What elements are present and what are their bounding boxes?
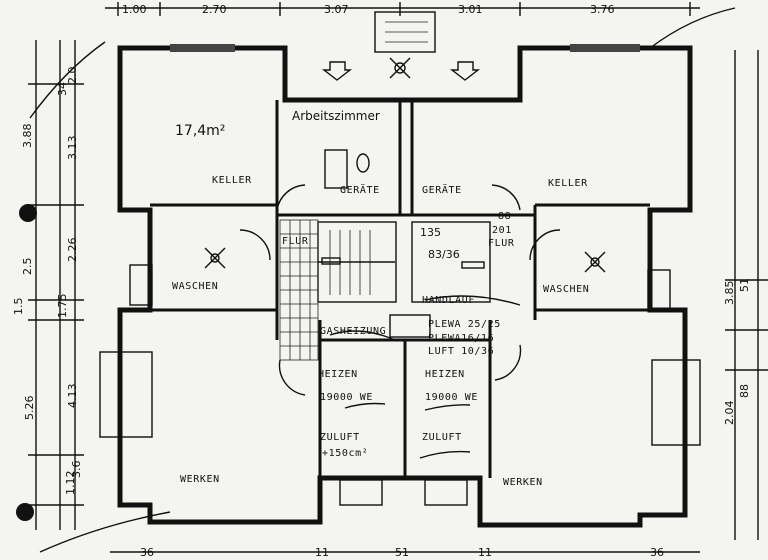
tiled-floor bbox=[279, 219, 319, 361]
left-dim-5: 5.26 bbox=[23, 396, 36, 421]
heizen-left-label: HEIZEN bbox=[318, 369, 358, 380]
bottom-dim-5: 36 bbox=[650, 546, 664, 559]
fixtures bbox=[204, 57, 606, 273]
luft-label: LUFT 10/36 bbox=[428, 346, 494, 357]
left-dim-1: 3.88 bbox=[21, 124, 34, 149]
door-88-label: 88 bbox=[498, 211, 511, 222]
left-dim-8: 3.6 bbox=[70, 461, 83, 479]
left-dim-2: 3.13 bbox=[66, 136, 79, 161]
bottom-dimension-chain: 36 11 51 11 36 bbox=[110, 546, 700, 559]
binder-hole-bottom bbox=[16, 503, 34, 521]
plewa-2-label: PLEWA16/16 bbox=[428, 333, 494, 344]
right-dim-1: 3.85 bbox=[723, 281, 736, 306]
geraete-right-label: GERÄTE bbox=[422, 183, 462, 196]
right-dim-2: 51 bbox=[738, 278, 751, 292]
left-dim-11: 1.75 bbox=[56, 294, 69, 319]
we-right-label: 19000 WE bbox=[425, 392, 478, 403]
geraete-left-label: GERÄTE bbox=[340, 183, 380, 196]
top-dim-1: 1.00 bbox=[122, 3, 147, 16]
bottom-dim-4: 11 bbox=[478, 546, 492, 559]
door-201-label: 201 bbox=[492, 225, 512, 236]
left-dim-12: 1.5 bbox=[12, 298, 25, 316]
keller-left-label: KELLER bbox=[212, 175, 252, 186]
left-dim-3: 2.5 bbox=[21, 258, 34, 276]
we-left-label: 19000 WE bbox=[320, 392, 373, 403]
arbeitszimmer-label: Arbeitszimmer bbox=[292, 109, 380, 123]
room-labels: 17,4m² Arbeitszimmer KELLER KELLER GERÄT… bbox=[172, 109, 589, 488]
top-dim-4: 3.01 bbox=[458, 3, 483, 16]
left-dim-9: 2.0 bbox=[66, 67, 79, 85]
plewa-1-label: PLEWA 25/25 bbox=[428, 319, 501, 330]
stair-label-1: 135 bbox=[420, 226, 441, 239]
waschen-right-label: WASCHEN bbox=[543, 284, 589, 295]
heizen-right-label: HEIZEN bbox=[425, 369, 465, 380]
keller-right-label: KELLER bbox=[548, 178, 588, 189]
zuluft-right-label: ZULUFT bbox=[422, 432, 462, 443]
zuluft-left-label: ZULUFT bbox=[320, 432, 360, 443]
zuluft-area-label: +150cm² bbox=[322, 448, 368, 459]
exterior-walls bbox=[117, 11, 693, 528]
flur-left-label: FLUR bbox=[282, 236, 309, 247]
left-dimension-chain: 3.88 3.13 2.5 2.26 5.26 4.13 1.12 3.6 2.… bbox=[12, 40, 171, 553]
bottom-dim-2: 11 bbox=[315, 546, 329, 559]
gasheizung-label: GASHEIZUNG bbox=[320, 326, 386, 337]
windows bbox=[99, 44, 701, 506]
left-dim-4: 2.26 bbox=[66, 238, 79, 263]
top-dimension-chain: 1.00 2.70 3.07 3.01 3.76 bbox=[105, 2, 700, 16]
door-swings bbox=[239, 184, 561, 396]
werken-right-label: WERKEN bbox=[503, 477, 543, 488]
bottom-dim-1: 36 bbox=[140, 546, 154, 559]
left-dim-10: 34 bbox=[56, 82, 69, 96]
right-dim-3: 2.04 bbox=[723, 401, 736, 426]
handlauf-label: HANDLAUF bbox=[422, 295, 475, 306]
flur-right-label: FLUR bbox=[488, 238, 515, 249]
top-dim-5: 3.76 bbox=[590, 3, 615, 16]
top-dim-3: 3.07 bbox=[324, 3, 349, 16]
stair-label-2: 83/36 bbox=[428, 248, 460, 261]
top-dim-2: 2.70 bbox=[202, 3, 227, 16]
binder-hole-top bbox=[19, 204, 37, 222]
interior-walls bbox=[150, 100, 650, 478]
werken-left-label: WERKEN bbox=[180, 474, 220, 485]
left-dim-7: 1.12 bbox=[64, 471, 77, 496]
left-dim-6: 4.13 bbox=[66, 384, 79, 409]
area-note: 17,4m² bbox=[175, 123, 225, 139]
waschen-left-label: WASCHEN bbox=[172, 281, 218, 292]
staircase bbox=[318, 230, 395, 295]
annotations bbox=[329, 295, 521, 459]
right-dim-4: 88 bbox=[738, 384, 751, 398]
bottom-dim-3: 51 bbox=[395, 546, 409, 559]
right-dimension-chain: 3.85 51 2.04 88 bbox=[649, 7, 768, 540]
